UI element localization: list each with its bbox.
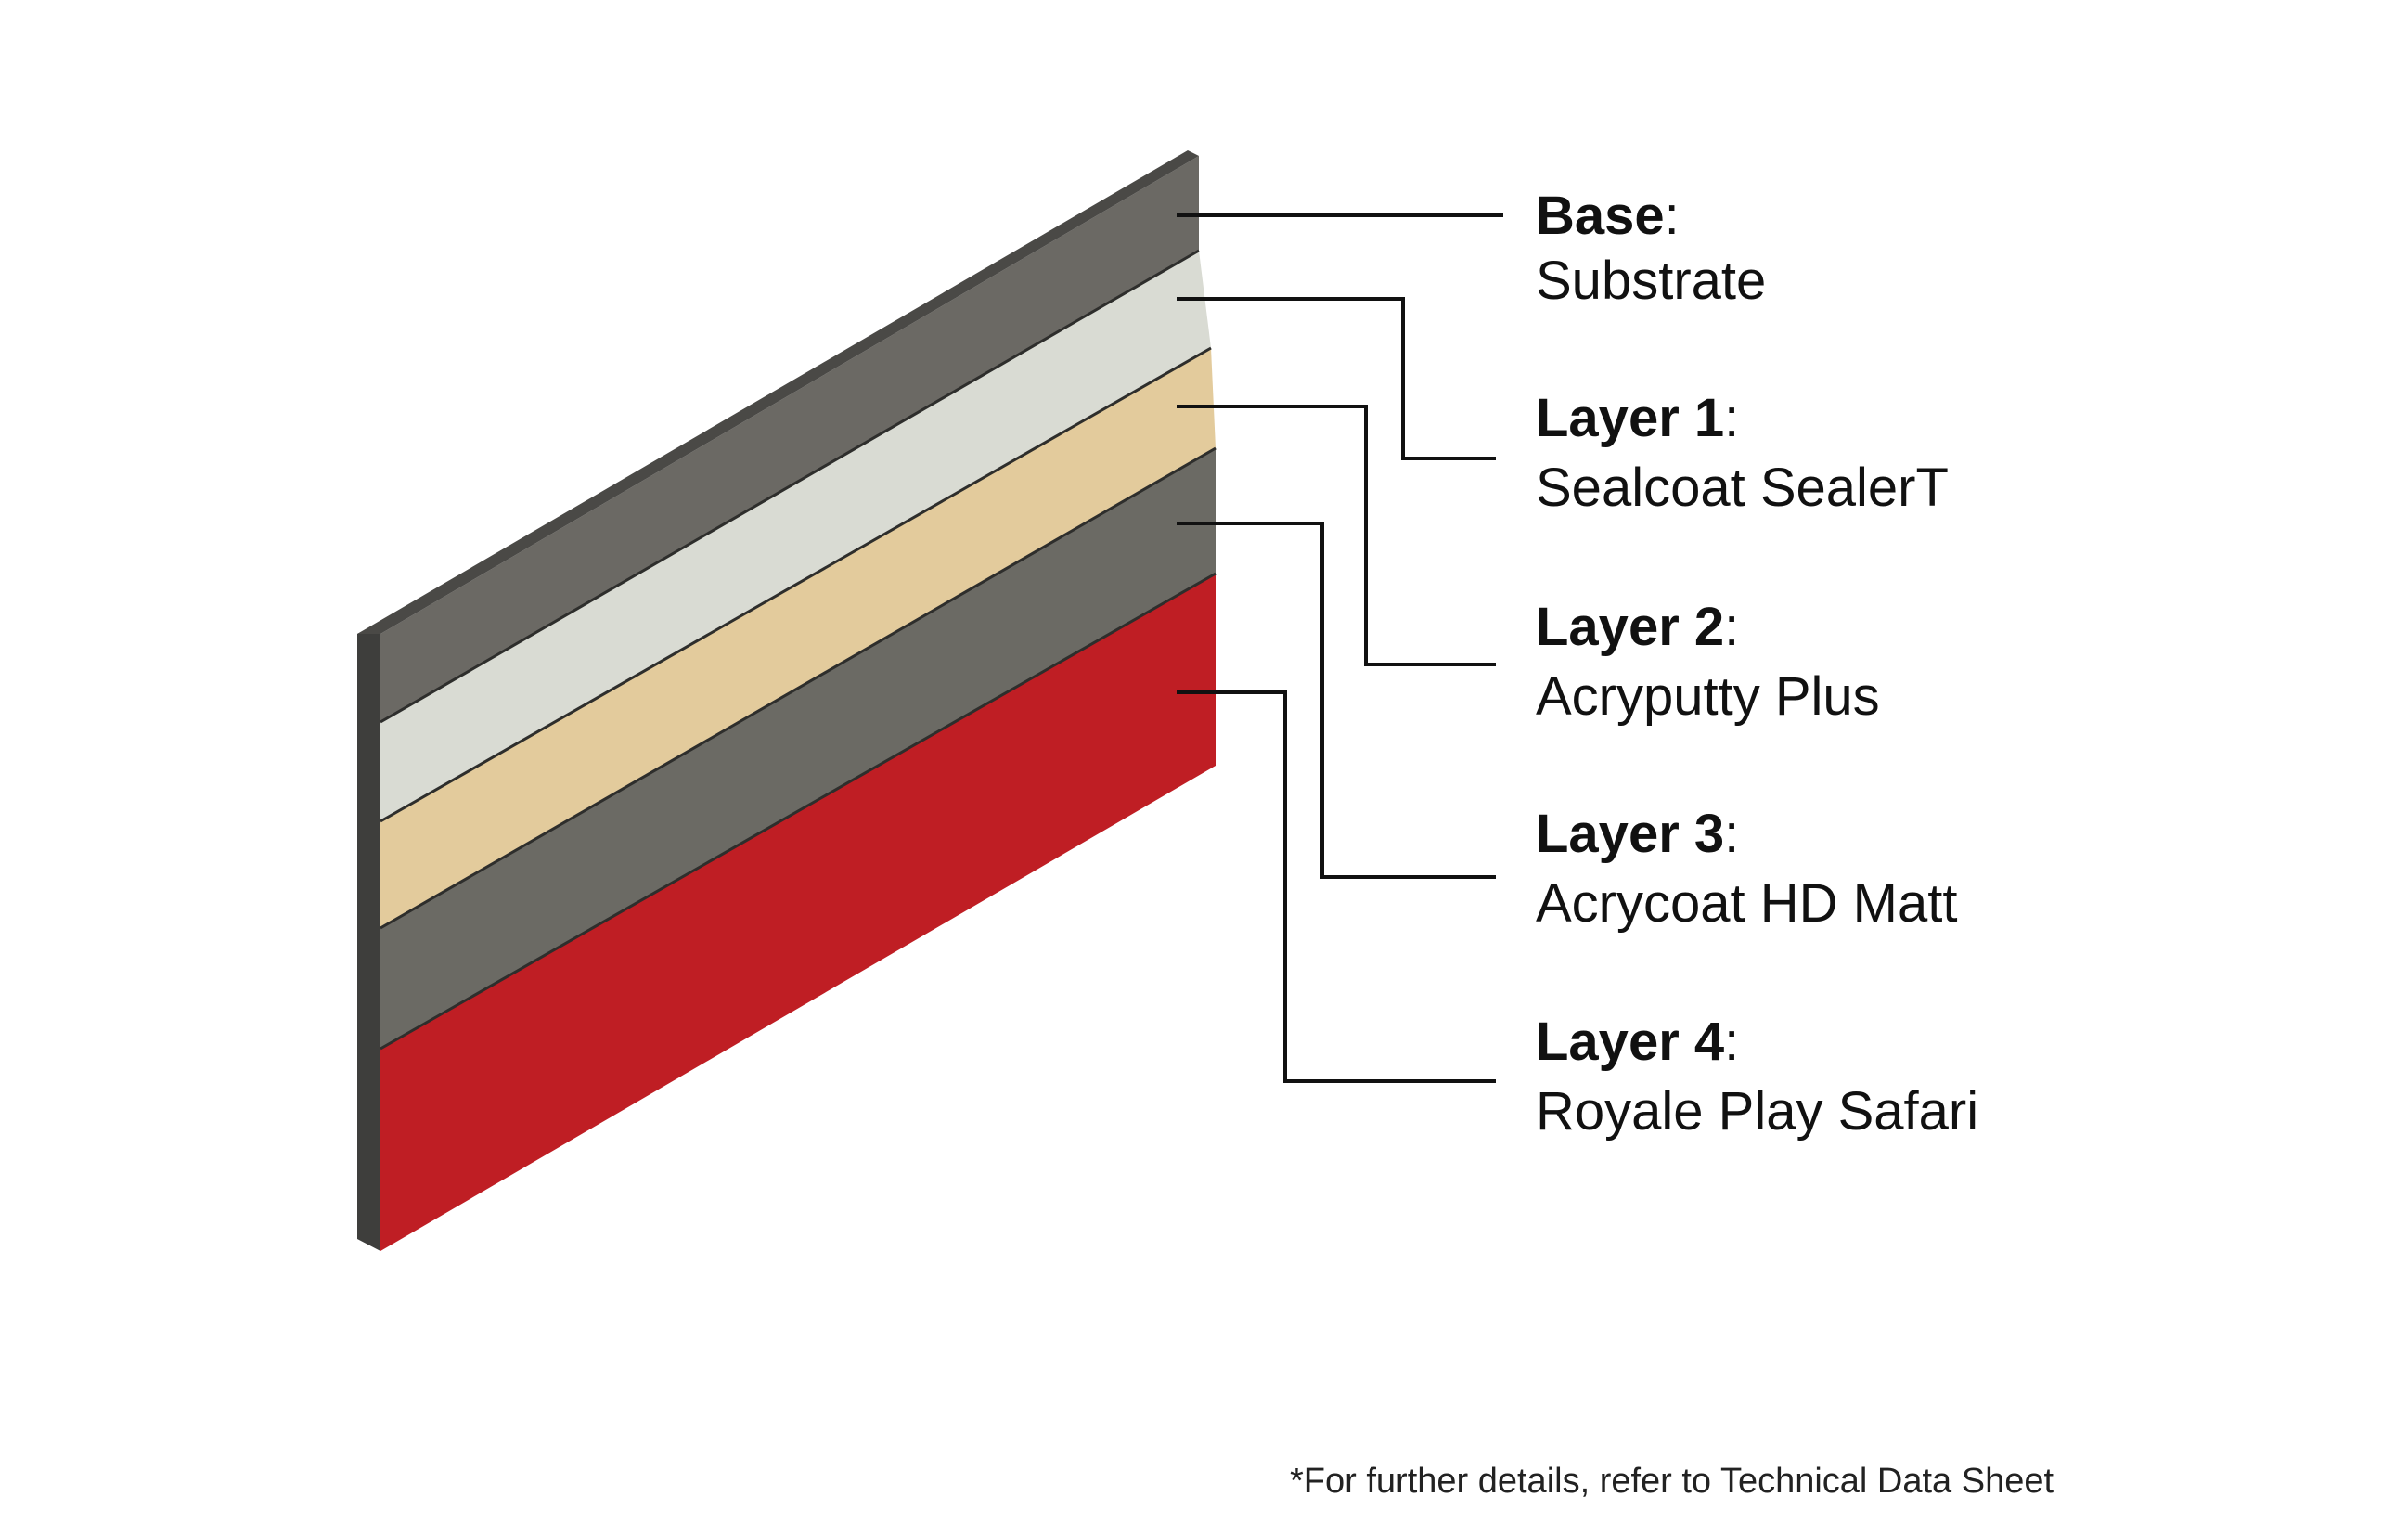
label-base-title: Base [1536,186,1665,246]
base-substrate-band [380,156,1199,722]
label-base-product: Substrate [1536,251,1766,311]
svg-text:Layer 1:: Layer 1: [1536,388,1739,448]
layer-2-acryputty-band [380,348,1216,928]
label-base: Base: Substrate [1536,186,1766,311]
label-layer-2-product: Acryputty Plus [1536,666,1880,727]
panel-top-ridge [357,150,1199,634]
label-colon: : [1665,186,1680,246]
label-layer-4-title: Layer 4 [1536,1012,1724,1072]
label-colon: : [1724,597,1739,657]
label-layer-1-product: Sealcoat SealerT [1536,458,1949,518]
label-layer-3-title: Layer 3 [1536,804,1724,864]
label-layer-1: Layer 1: Sealcoat SealerT [1536,388,1949,518]
label-layer-2-title: Layer 2 [1536,597,1724,657]
panel-side-edge [357,622,380,1251]
label-colon: : [1724,804,1739,864]
label-colon: : [1724,388,1739,448]
layer-4-royale-play-band [380,574,1216,1251]
label-layer-1-title: Layer 1 [1536,388,1724,448]
svg-text:Layer 4:: Layer 4: [1536,1012,1739,1072]
label-layer-3-product: Acrycoat HD Matt [1536,873,1957,934]
layer-3-acrycoat-band [380,448,1216,1049]
leader-line-layer-1 [1177,297,1496,460]
leader-line-layer-4 [1177,690,1496,1083]
svg-text:Base:: Base: [1536,186,1680,246]
svg-text:Layer 2:: Layer 2: [1536,597,1739,657]
leader-lines [1177,213,1503,1083]
leader-line-layer-3 [1177,522,1496,879]
svg-text:Layer 3:: Layer 3: [1536,804,1739,864]
label-layer-4-product: Royale Play Safari [1536,1081,1978,1142]
label-layer-4: Layer 4: Royale Play Safari [1536,1012,1978,1142]
band-separators [380,249,1217,1051]
layer-1-sealcoat-band [380,251,1211,821]
footnote: *For further details, refer to Technical… [1290,1462,2054,1501]
label-layer-3: Layer 3: Acrycoat HD Matt [1536,804,1957,934]
label-layer-2: Layer 2: Acryputty Plus [1536,597,1880,727]
leader-line-layer-2 [1177,405,1496,666]
layer-labels: Base: Substrate Layer 1: Sealcoat Sealer… [1536,186,1978,1142]
label-colon: : [1724,1012,1739,1072]
